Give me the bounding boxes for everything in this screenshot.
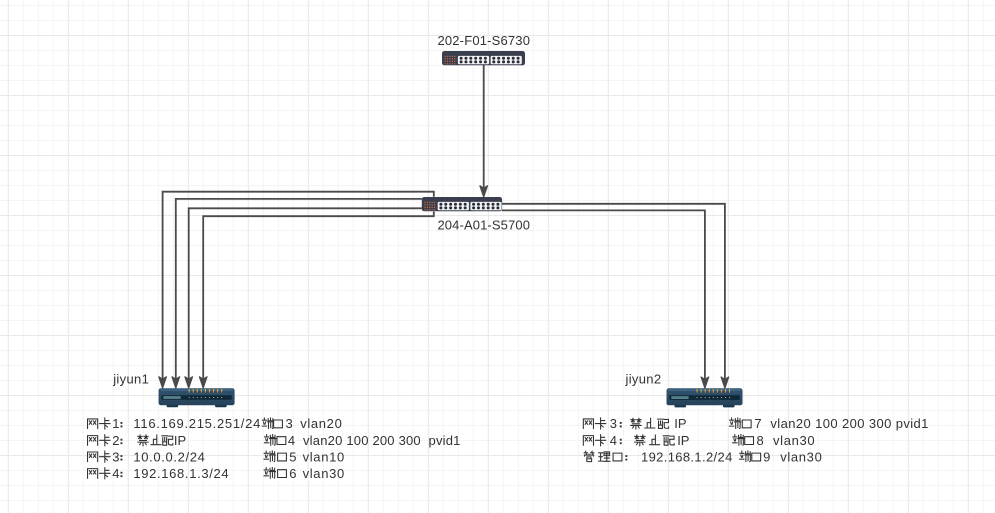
svg-text:3: 3 (610, 416, 617, 431)
svg-text:5: 5 (289, 449, 296, 464)
svg-text:7: 7 (754, 416, 761, 431)
svg-text:jiyun1: jiyun1 (112, 372, 149, 387)
svg-text:jiyun2: jiyun2 (625, 372, 662, 387)
svg-text:6: 6 (289, 466, 296, 481)
svg-text:vlan30: vlan30 (773, 433, 815, 448)
svg-text:1: 1 (112, 416, 119, 431)
svg-text:vlan20: vlan20 (300, 416, 342, 431)
svg-text:4 vlan20 100 200 300 pvid1: 4 vlan20 100 200 300 pvid1 (288, 433, 461, 448)
svg-text:192.168.1.3/24: 192.168.1.3/24 (133, 466, 228, 481)
svg-text:116.169.215.251/24: 116.169.215.251/24 (133, 416, 260, 431)
svg-text:vlan30: vlan30 (780, 449, 822, 464)
svg-text:192.168.1.2/24: 192.168.1.2/24 (641, 449, 732, 464)
svg-text:vlan30: vlan30 (303, 466, 345, 481)
svg-text:vlan20 100 200 300 pvid1: vlan20 100 200 300 pvid1 (770, 416, 928, 431)
svg-text:4: 4 (112, 466, 119, 481)
svg-text:4: 4 (610, 433, 617, 448)
svg-text:3: 3 (112, 449, 119, 464)
svg-text:IP: IP (674, 416, 686, 431)
svg-text:IP: IP (174, 433, 186, 448)
svg-text:IP: IP (677, 433, 689, 448)
svg-text:8: 8 (757, 433, 764, 448)
svg-text:204-A01-S5700: 204-A01-S5700 (437, 218, 530, 233)
svg-text:2: 2 (112, 433, 119, 448)
svg-text:3: 3 (286, 416, 293, 431)
svg-text:vlan10: vlan10 (303, 449, 345, 464)
svg-text:9: 9 (763, 449, 770, 464)
svg-text:202-F01-S6730: 202-F01-S6730 (437, 33, 530, 48)
svg-text:10.0.0.2/24: 10.0.0.2/24 (133, 449, 204, 464)
